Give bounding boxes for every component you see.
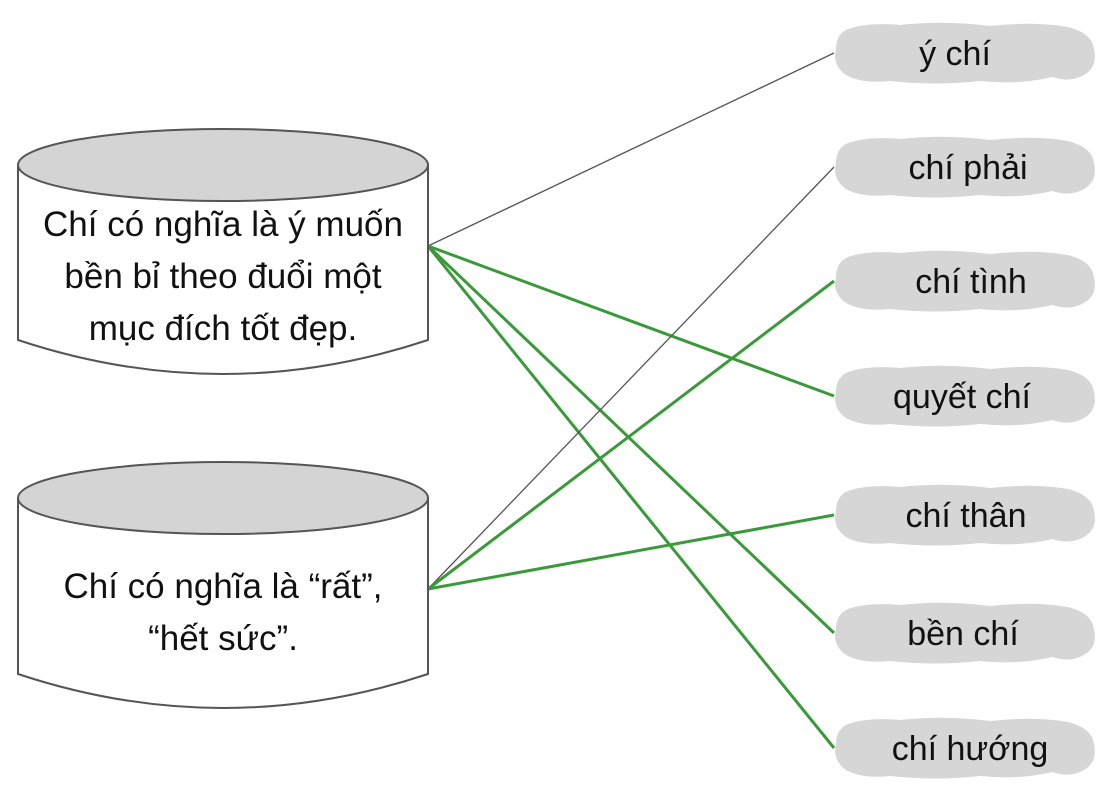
- cylinder-top: [17, 128, 429, 202]
- connector-d1-w4: [427, 244, 835, 398]
- cloud-shape: [835, 484, 1095, 546]
- word-cloud-y-chi[interactable]: ý chí: [835, 22, 1095, 84]
- cloud-shape: [835, 717, 1095, 779]
- cylinder-top: [17, 461, 429, 535]
- connector-d1-w1: [427, 52, 835, 247]
- connector-lines: [426, 52, 836, 749]
- word-label: chí tình: [915, 263, 1027, 301]
- word-label: quyết chí: [893, 378, 1032, 416]
- word-cloud-quyet-chi[interactable]: quyết chí: [835, 365, 1095, 427]
- word-cloud-chi-tinh[interactable]: chí tình: [835, 250, 1095, 312]
- word-label: ý chí: [919, 35, 991, 73]
- word-label: chí hướng: [892, 730, 1049, 768]
- cloud-shape: [835, 602, 1095, 664]
- definition-1-line-1: Chí có nghĩa là ý muốn: [43, 205, 403, 244]
- cloud-shape: [835, 365, 1095, 427]
- word-cloud-chi-than[interactable]: chí thân: [835, 484, 1095, 546]
- definition-cylinder-2[interactable]: Chí có nghĩa là “rất”, “hết sức”.: [17, 461, 429, 709]
- definition-1-line-2: bền bỉ theo đuổi một: [64, 257, 381, 296]
- connector-d1-w6: [426, 244, 836, 635]
- word-label: chí thân: [906, 497, 1027, 535]
- connector-d2-w5: [427, 513, 835, 591]
- word-cloud-chi-phai[interactable]: chí phải: [835, 136, 1095, 198]
- cloud-shape: [835, 250, 1095, 312]
- connector-d2-w2: [427, 166, 835, 590]
- definition-1-line-3: mục đích tốt đẹp.: [89, 309, 357, 348]
- definition-cylinder-1[interactable]: Chí có nghĩa là ý muốn bền bỉ theo đuổi …: [17, 128, 429, 375]
- word-label: bền chí: [907, 615, 1019, 653]
- word-cloud-chi-huong[interactable]: chí hướng: [835, 717, 1095, 779]
- word-cloud-ben-chi[interactable]: bền chí: [835, 602, 1095, 664]
- definition-2-line-2: “hết sức”.: [148, 619, 298, 658]
- cylinder-body: [17, 497, 429, 709]
- cloud-shape: [835, 136, 1095, 198]
- word-label: chí phải: [908, 149, 1027, 187]
- connector-d1-w7: [426, 245, 836, 749]
- definition-2-line-1: Chí có nghĩa là “rất”,: [63, 567, 382, 606]
- cylinder-body: [17, 164, 429, 375]
- cloud-shape: [835, 22, 1095, 84]
- connector-d2-w3: [427, 279, 835, 591]
